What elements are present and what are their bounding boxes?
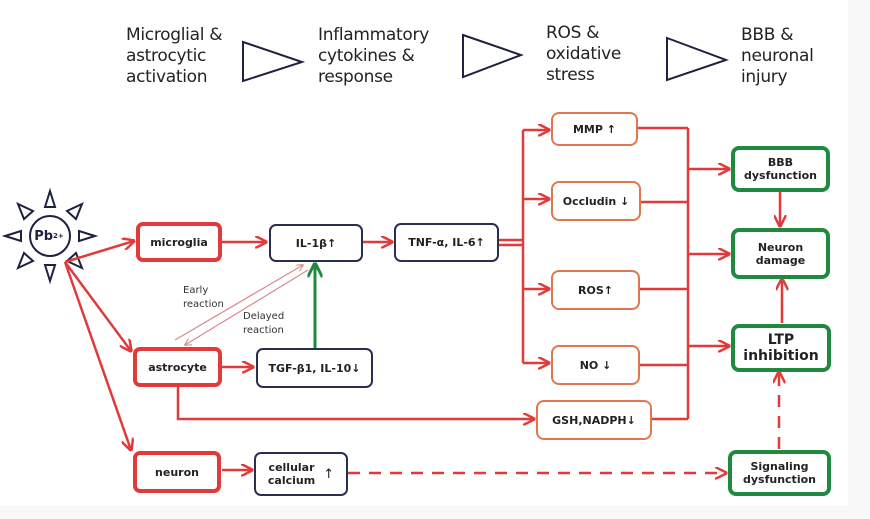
stage-line: activation	[126, 67, 208, 87]
node-label-line: BBB	[767, 156, 794, 169]
node-label-line: cellular	[268, 461, 315, 474]
up-arrow-icon: ↑	[323, 466, 335, 482]
stage-arrow-1	[242, 40, 306, 83]
node-label: TNF-α, IL-6↑	[408, 236, 485, 249]
edge-delayed-reaction	[185, 269, 309, 345]
stage-line: injury	[741, 67, 788, 87]
node-label: GSH,NADPH↓	[552, 413, 636, 427]
node-label: astrocyte	[148, 360, 207, 374]
stage-inflammatory: Inflammatory cytokines & response	[318, 25, 429, 88]
node-bbb-dysfunction[interactable]: BBB dysfunction	[731, 146, 830, 192]
stage-arrow-2	[462, 33, 524, 79]
node-text: BBB dysfunction	[744, 156, 817, 182]
node-text: LTP inhibition	[743, 332, 818, 364]
stage-line: astrocytic	[126, 46, 207, 66]
stage-line: BBB &	[741, 25, 794, 45]
stage-line: Inflammatory	[318, 25, 429, 45]
node-ros[interactable]: ROS↑	[551, 270, 640, 310]
edge-pb-microglia	[64, 241, 134, 264]
label-delayed-reaction: Delayed reaction	[243, 310, 284, 338]
node-label: NO ↓	[579, 358, 612, 372]
node-microglia[interactable]: microglia	[136, 222, 222, 262]
node-label-line: inhibition	[743, 348, 819, 364]
stage-arrow-3	[666, 36, 729, 82]
node-mmp[interactable]: MMP ↑	[551, 112, 638, 146]
node-neuron[interactable]: neuron	[133, 451, 221, 493]
node-occludin[interactable]: Occludin ↓	[551, 181, 641, 221]
node-label: IL-1β↑	[295, 236, 337, 250]
label-line: reaction	[243, 325, 284, 336]
node-gsh-nadph[interactable]: GSH,NADPH↓	[536, 400, 652, 440]
calcium-text: cellular calcium	[268, 461, 315, 487]
node-il1b[interactable]: IL-1β↑	[269, 224, 363, 262]
node-signaling-dysfunction[interactable]: Signaling dysfunction	[728, 450, 831, 496]
node-text: Neuron damage	[756, 241, 806, 267]
node-no[interactable]: NO ↓	[551, 345, 640, 385]
node-label: microglia	[150, 235, 208, 249]
edges-layer	[1, 33, 848, 506]
node-label: MMP ↑	[572, 122, 616, 136]
node-tnf-il6[interactable]: TNF-α, IL-6↑	[394, 223, 499, 262]
node-label: TGF-β1, IL-10↓	[268, 361, 361, 375]
lead-ion-icon	[1, 187, 99, 285]
stage-line: Microglial &	[126, 25, 223, 45]
node-neuron-damage[interactable]: Neuron damage	[731, 228, 830, 279]
stage-line: oxidative	[546, 44, 622, 64]
edge-pb-astrocyte	[63, 261, 131, 351]
pb-charge: 2+	[53, 232, 64, 240]
stage-line: neuronal	[741, 46, 814, 66]
node-text: Signaling dysfunction	[743, 460, 816, 486]
stage-line: response	[318, 67, 393, 87]
label-early-reaction: Early reaction	[183, 284, 224, 312]
node-label: Occludin ↓	[562, 194, 630, 208]
node-cellular-calcium[interactable]: cellular calcium ↑	[254, 452, 348, 496]
stage-bbb-injury: BBB & neuronal injury	[741, 25, 814, 88]
edge-early-reaction	[174, 265, 303, 341]
stage-activation: Microglial & astrocytic activation	[126, 25, 223, 88]
node-label-line: dysfunction	[744, 169, 817, 182]
node-ltp-inhibition[interactable]: LTP inhibition	[731, 324, 831, 372]
label-line: Delayed	[243, 311, 285, 322]
node-label-line: damage	[755, 253, 806, 267]
node-label: ROS↑	[578, 283, 613, 297]
stage-ros: ROS & oxidative stress	[546, 23, 621, 86]
label-line: reaction	[183, 299, 224, 310]
node-label-line: calcium	[267, 474, 316, 487]
node-label-line: Signaling	[750, 460, 809, 473]
stage-line: cytokines &	[318, 46, 415, 66]
node-label-line: LTP	[767, 332, 795, 348]
label-line: Early	[183, 285, 209, 296]
stage-line: ROS &	[546, 23, 600, 43]
node-label-line: dysfunction	[743, 473, 816, 486]
diagram-canvas: Microglial & astrocytic activation Infla…	[1, 23, 848, 506]
node-tgf-il10[interactable]: TGF-β1, IL-10↓	[256, 348, 373, 388]
edge-astrocyte-gsh	[176, 385, 534, 419]
pb-symbol: Pb	[34, 228, 54, 244]
node-label-line: Neuron	[757, 240, 804, 254]
node-label: neuron	[155, 465, 199, 479]
edge-pb-neuron	[63, 261, 131, 450]
stage-line: stress	[546, 65, 595, 85]
node-astrocyte[interactable]: astrocyte	[133, 347, 222, 387]
